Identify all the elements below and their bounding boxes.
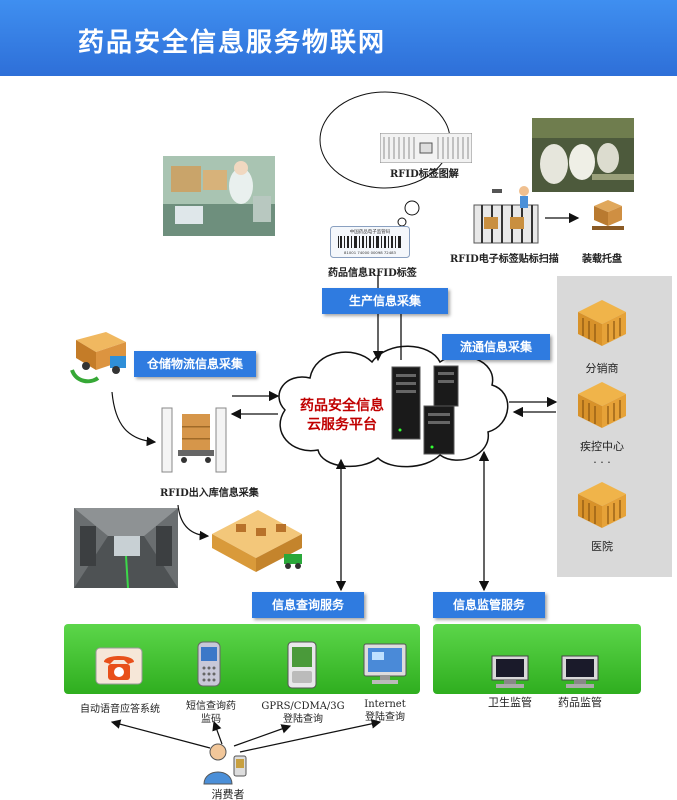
isometric-warehouse-illustration <box>206 494 306 578</box>
cdc-label: 疾控中心 <box>580 440 624 453</box>
cloud-line2: 云服务平台 <box>307 417 377 433</box>
warehouse-building-icon <box>574 376 630 432</box>
rfid-tag-strip-image <box>379 132 473 164</box>
rfid-card-number: 81001 74000 00098 72483 <box>344 250 397 255</box>
side-ellipsis: · · · <box>593 456 611 469</box>
monitor-icon <box>490 654 530 690</box>
warehouse-interior-photo <box>74 508 178 589</box>
mobile-phone-icon <box>194 640 224 688</box>
header-banner: 药品安全信息服务物联网 <box>0 0 677 76</box>
rfid-card-heading: 中国药品电子监管码 <box>350 228 391 235</box>
warehouse-logistics-tag: 仓储物流信息采集 <box>134 351 256 377</box>
rfid-tag-diagram-label: RFID标签图解 <box>390 169 459 180</box>
server-rack-icon <box>391 366 421 440</box>
pallet-label: 装载托盘 <box>582 254 622 265</box>
voice-system-label: 自动语音应答系统 <box>80 704 160 715</box>
query-services-tag: 信息查询服务 <box>252 592 364 618</box>
delivery-truck-icon <box>70 326 134 386</box>
health-supervision-label: 卫生监管 <box>488 696 532 709</box>
monitor-icon <box>560 654 600 690</box>
sms-query-label: 短信查询药 监码 <box>176 700 246 726</box>
consumer-person-icon <box>202 740 250 786</box>
production-info-tag: 生产信息采集 <box>322 288 448 314</box>
server-rack-icon <box>423 405 455 455</box>
rfid-card-image: 中国药品电子监管码 81001 74000 00098 72483 <box>330 226 410 258</box>
telephone-icon <box>94 646 144 686</box>
cloud-platform-label: 药品安全信息 云服务平台 <box>282 397 402 435</box>
consumer-label: 消费者 <box>211 788 245 800</box>
gprs-query-line: GPRS/CDMA/3G 登陆查询 <box>261 701 345 725</box>
page-title: 药品安全信息服务物联网 <box>78 28 387 58</box>
warehouse-building-icon <box>574 476 630 532</box>
rfid-scan-station-image <box>470 183 542 247</box>
pda-phone-icon <box>286 640 318 690</box>
production-line-photo <box>532 118 634 192</box>
drug-tag-label: 药品信息RFID标签 <box>328 268 417 279</box>
server-rack-icon <box>433 365 459 407</box>
rfid-inout-label: RFID出入库信息采集 <box>160 488 259 499</box>
gprs-query-label: GPRS/CDMA/3G 登陆查询 <box>258 700 348 726</box>
drug-supervision-label: 药品监管 <box>558 696 602 709</box>
thought-bubble <box>404 200 420 216</box>
sms-query-line: 短信查询药 监码 <box>186 701 236 725</box>
warehouse-building-icon <box>574 294 630 350</box>
pallet-boxes-image <box>590 196 626 232</box>
distributor-label: 分销商 <box>585 362 619 375</box>
computer-monitor-icon <box>362 642 408 686</box>
rfid-gate-image <box>156 398 232 482</box>
internet-query-label: Internet 登陆查询 <box>348 698 422 724</box>
supervision-services-panel <box>433 624 641 694</box>
internet-query-line: Internet 登陆查询 <box>364 699 406 723</box>
thought-bubble <box>397 217 407 227</box>
cloud-line1: 药品安全信息 <box>300 398 384 414</box>
factory-worker-photo <box>163 156 275 236</box>
rfid-scan-label: RFID电子标签贴标扫描 <box>450 254 559 265</box>
hospital-label: 医院 <box>591 540 613 553</box>
supervision-services-tag: 信息监管服务 <box>433 592 545 618</box>
circulation-info-tag: 流通信息采集 <box>442 334 550 360</box>
